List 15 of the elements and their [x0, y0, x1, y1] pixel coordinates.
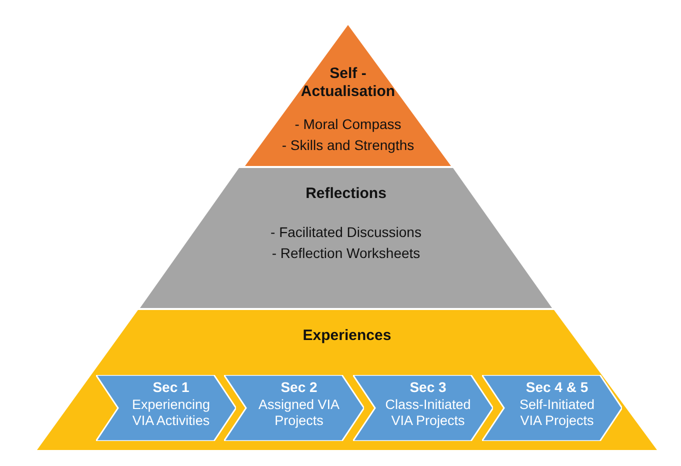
stage-title: Sec 3 — [408, 379, 448, 396]
stage-description: Class-Initiated VIA Projects — [384, 397, 472, 430]
stage-title: Sec 1 — [152, 379, 190, 396]
list-item: - Moral Compass — [294, 116, 402, 133]
stage-title: Experiences — [302, 327, 392, 345]
stage-description: Self-Initiated VIA Projects — [518, 397, 596, 430]
stage-title: Self - Actualisation — [300, 65, 396, 101]
stage-title: Reflections — [304, 185, 388, 203]
stage-description: Experiencing VIA Activities — [130, 397, 212, 430]
list-item: - Skills and Strengths — [280, 137, 416, 154]
stage-title: Sec 2 — [280, 379, 318, 396]
list-item: - Reflection Worksheets — [270, 245, 422, 262]
stage-title: Sec 4 & 5 — [524, 379, 590, 396]
stage-description: Assigned VIA Projects — [257, 397, 341, 430]
list-item: - Facilitated Discussions — [270, 224, 422, 241]
